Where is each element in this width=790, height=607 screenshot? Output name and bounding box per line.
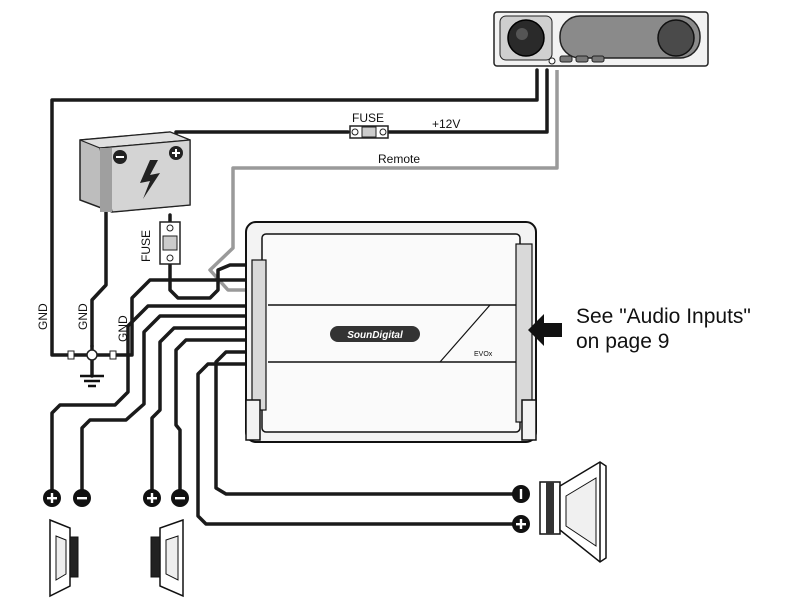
speaker2-negative-wire bbox=[174, 338, 260, 492]
speaker1-negative-terminal bbox=[73, 489, 91, 507]
brand-badge bbox=[330, 326, 420, 342]
gnd-label-3: GND bbox=[116, 315, 130, 342]
speaker-left-1 bbox=[49, 518, 79, 598]
gnd-label-2: GND bbox=[76, 303, 90, 330]
power-wire-fuse-to-battery bbox=[174, 130, 350, 144]
audio-inputs-note: See "Audio Inputs" on page 9 bbox=[576, 304, 751, 354]
speaker2-positive-wire bbox=[150, 326, 260, 492]
speaker2-positive-terminal bbox=[143, 489, 161, 507]
sub-negative-terminal bbox=[512, 485, 530, 503]
model-label: EVOx bbox=[474, 351, 493, 358]
power-12v-wire bbox=[383, 68, 549, 134]
amplifier bbox=[245, 221, 537, 443]
sub-positive-terminal bbox=[512, 515, 530, 533]
sub-positive-wire bbox=[196, 362, 520, 526]
arrow-left-icon bbox=[528, 314, 562, 346]
note-line-1: See "Audio Inputs" bbox=[576, 305, 751, 328]
speaker2-negative-terminal bbox=[171, 489, 189, 507]
brand-logo: SounDigital bbox=[347, 330, 403, 341]
speaker1-positive-terminal bbox=[43, 489, 61, 507]
speaker1-negative-wire bbox=[80, 314, 260, 492]
plus12v-label: +12V bbox=[432, 117, 460, 131]
speaker-left-2 bbox=[150, 518, 184, 598]
head-unit bbox=[493, 11, 709, 67]
subwoofer bbox=[539, 461, 607, 563]
ground-icon bbox=[67, 349, 117, 388]
inline-fuse-side bbox=[159, 221, 181, 265]
battery bbox=[79, 131, 191, 213]
remote-wire bbox=[208, 70, 559, 292]
inline-fuse-top bbox=[349, 125, 389, 139]
headunit-ground-wire bbox=[50, 68, 539, 357]
fuse-top-label: FUSE bbox=[352, 111, 384, 125]
amp-ground-wire bbox=[110, 278, 260, 357]
gnd-label-1: GND bbox=[36, 303, 50, 330]
amp-power-wire bbox=[168, 260, 260, 300]
battery-ground-wire bbox=[90, 164, 108, 348]
remote-label: Remote bbox=[378, 152, 420, 166]
sub-negative-wire bbox=[214, 350, 520, 496]
fuse-side-label: FUSE bbox=[139, 230, 153, 262]
speaker1-positive-wire bbox=[50, 304, 260, 492]
lightning-icon bbox=[140, 160, 160, 199]
note-line-2: on page 9 bbox=[576, 330, 670, 353]
